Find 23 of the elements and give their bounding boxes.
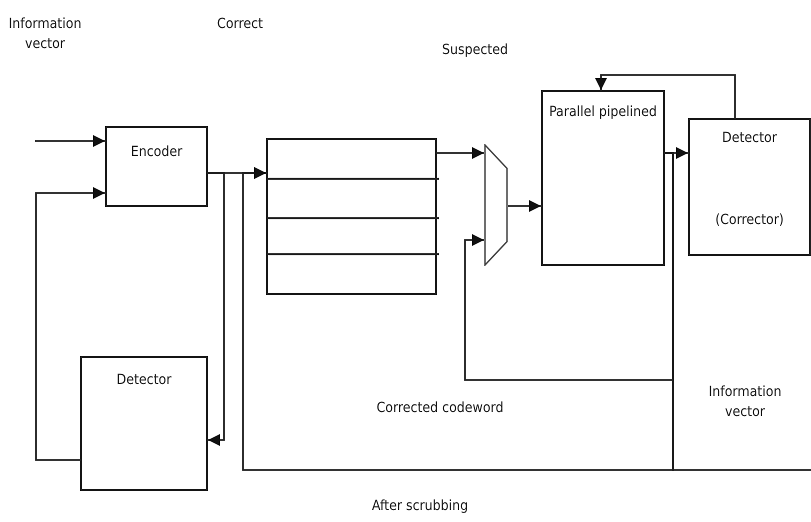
block-label: Detector: [116, 371, 172, 390]
multiplexer-symbol: [484, 144, 508, 266]
block-label: Detector: [721, 129, 778, 148]
arrow: [35, 187, 105, 461]
block-box: [688, 118, 811, 256]
block-label: (Corrector): [714, 211, 785, 230]
block-label: Encoder: [130, 143, 184, 162]
annotation-text: Corrected codeword: [376, 399, 504, 418]
annotation-text: Information vector: [708, 383, 782, 422]
arrow: [35, 135, 105, 147]
arrow: [208, 172, 225, 446]
arrow: [595, 74, 736, 118]
arrow: [508, 200, 541, 212]
annotation-text: Information vector: [8, 15, 82, 54]
annotation-text: Suspected: [441, 41, 509, 60]
block-box: [105, 126, 208, 207]
memory-block: [266, 138, 437, 295]
block-box: [541, 90, 665, 266]
annotation-text: Correct: [216, 15, 264, 34]
annotation-text: After scrubbing: [370, 497, 470, 516]
block-box: [80, 356, 208, 491]
arrow: [437, 147, 484, 159]
block-label: Parallel pipelined: [548, 103, 658, 122]
